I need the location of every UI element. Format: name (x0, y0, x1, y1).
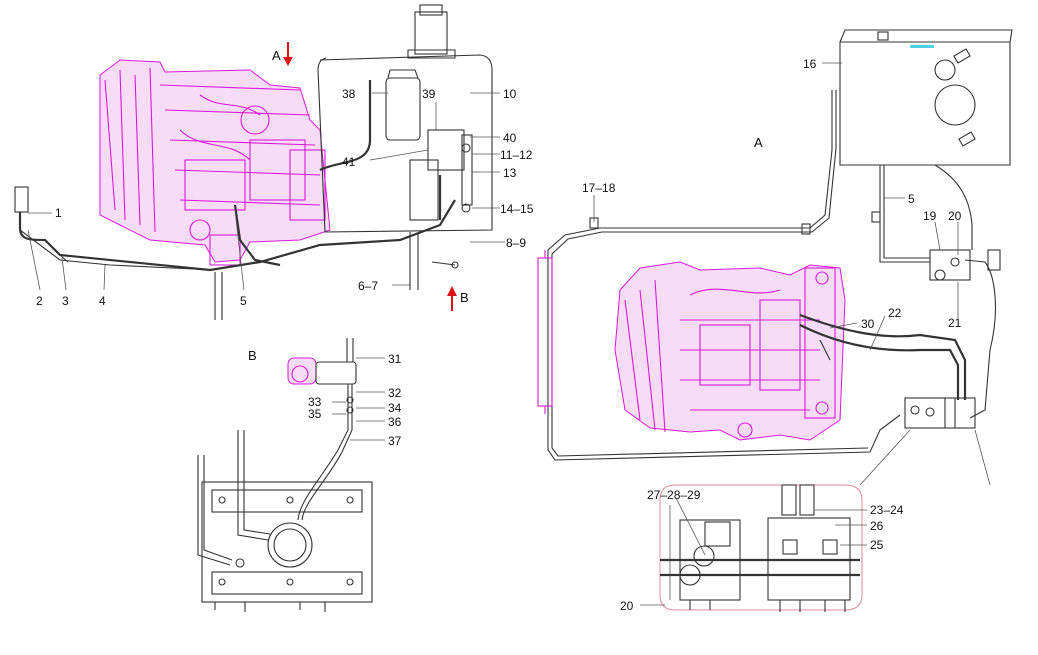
filter-manifold-lines (799, 313, 976, 429)
callout-32: 32 (388, 386, 402, 400)
callout-30: 30 (861, 317, 875, 331)
callout-19: 19 (923, 209, 937, 223)
callout-41: 41 (342, 155, 356, 169)
left-leader-lines (27, 92, 505, 291)
callout-11-12: 11–12 (500, 148, 533, 162)
left-engine (99, 59, 331, 266)
right-fuel-tank (839, 29, 1013, 166)
callout-5-right: 5 (908, 192, 915, 206)
left-fuel-lines (14, 175, 456, 320)
callout-16: 16 (803, 57, 817, 71)
callout-35: 35 (308, 407, 322, 421)
right-fuel-lines (547, 90, 1001, 461)
view-b-title: B (248, 348, 257, 363)
callout-37: 37 (388, 434, 402, 448)
callout-5-left: 5 (240, 294, 247, 308)
right-leader-lines (593, 62, 991, 486)
radiator (537, 250, 553, 414)
callout-34: 34 (388, 401, 402, 415)
callout-2: 2 (36, 294, 43, 308)
right-engine (614, 261, 846, 441)
view-a-arrow-label: A (272, 48, 281, 63)
view-b-detail (197, 338, 385, 612)
callout-17-18: 17–18 (582, 181, 616, 195)
view-b-arrow-label: B (460, 290, 469, 305)
callout-26: 26 (870, 519, 884, 533)
callout-23-24: 23–24 (870, 503, 904, 517)
labels: A B A B 1 2 3 4 5 6–7 8–9 10 11–12 13 14… (36, 48, 962, 613)
callout-31: 31 (388, 352, 402, 366)
callout-22: 22 (888, 306, 902, 320)
callout-4: 4 (99, 294, 106, 308)
callout-33: 33 (308, 395, 322, 409)
left-fuel-tank (317, 4, 493, 290)
callout-36: 36 (388, 415, 402, 429)
callout-3: 3 (62, 294, 69, 308)
callout-8-9: 8–9 (506, 236, 526, 250)
view-a-title: A (754, 135, 763, 150)
callout-13: 13 (503, 166, 517, 180)
callout-21: 21 (948, 316, 962, 330)
callout-14-15: 14–15 (500, 202, 534, 216)
view-a-arrow-marker (283, 42, 293, 66)
callout-38: 38 (342, 87, 356, 101)
callout-40: 40 (503, 131, 517, 145)
view-b-arrow-marker (447, 286, 457, 311)
manifold-detail-callout (640, 484, 867, 612)
callout-25: 25 (870, 538, 884, 552)
callout-27-28-29: 27–28–29 (647, 488, 701, 502)
callout-6-7: 6–7 (358, 279, 378, 293)
callout-10: 10 (503, 87, 517, 101)
callout-20-bottom: 20 (620, 599, 634, 613)
callout-1: 1 (55, 206, 62, 220)
callout-20-top: 20 (948, 209, 962, 223)
callout-39: 39 (422, 87, 436, 101)
